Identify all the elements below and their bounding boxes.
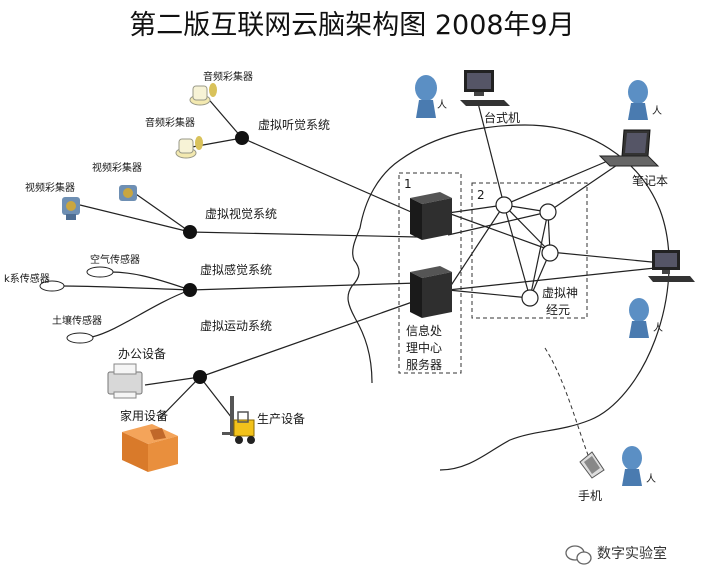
sensory-system-label: 虚拟感觉系统 (200, 262, 272, 277)
motor-junction (193, 370, 207, 384)
neuron-nodes (495, 196, 559, 307)
person-label: 人 (437, 99, 447, 111)
person-icon (628, 80, 648, 120)
neuron-node (495, 196, 513, 214)
audio-collector-icon (189, 83, 217, 106)
desktop-computer-icon (648, 250, 695, 282)
visual-system-label: 虚拟视觉系统 (205, 206, 277, 221)
home-appliance-box-icon (122, 424, 178, 472)
sensory-junction (183, 283, 197, 297)
head-outline (347, 124, 670, 471)
person-label: 人 (652, 105, 662, 117)
person-icon (629, 298, 649, 338)
person-icon (622, 446, 642, 486)
laptop-icon (598, 129, 660, 167)
server-tower-1 (410, 192, 452, 240)
watermark-text: 数字实验室 (597, 545, 667, 562)
connections (61, 94, 663, 456)
soil-sensor-icon (66, 332, 94, 344)
printer-icon (107, 363, 143, 399)
video-collector-2-label: 视频彩集器 (92, 161, 142, 174)
motor-system-label: 虚拟运动系统 (200, 319, 272, 333)
mobile-phone-icon (579, 451, 605, 479)
box1-number: 1 (404, 177, 412, 191)
person-label: 人 (653, 322, 663, 334)
video-collector-1-label: 视频彩集器 (25, 181, 75, 194)
home-equipment-label: 家用设备 (120, 408, 168, 423)
auditory-system-label: 虚拟听觉系统 (258, 118, 330, 132)
neuron-zone-box (471, 182, 588, 319)
neuron-label-line-2: 经元 (546, 303, 570, 317)
person-label: 人 (646, 473, 656, 485)
desktop-computer-icon (460, 70, 510, 106)
k-sensor-label: k系传感器 (4, 272, 50, 285)
visual-junction (183, 225, 197, 239)
server-label-line-1: 信息处 (406, 323, 442, 338)
wechat-logo-icon (565, 545, 592, 565)
desktop-label: 台式机 (484, 110, 520, 125)
k-sensor-icon (39, 280, 65, 292)
box2-number: 2 (477, 188, 485, 202)
auditory-junction (235, 131, 249, 145)
server-tower-2 (410, 266, 452, 318)
audio-collector-2-label: 音频彩集器 (145, 116, 195, 129)
laptop-label: 笔记本 (632, 173, 668, 188)
forklift-icon (222, 396, 255, 444)
air-sensor-label: 空气传感器 (90, 253, 140, 266)
soil-sensor-label: 土壤传感器 (52, 314, 102, 327)
neuron-node (521, 289, 539, 307)
person-icon (415, 75, 437, 118)
office-equipment-label: 办公设备 (118, 346, 166, 361)
production-equipment-label: 生产设备 (257, 412, 305, 426)
neuron-node (541, 244, 559, 262)
video-camera-icon (62, 197, 80, 220)
server-label-line-3: 服务器 (406, 357, 442, 372)
diagram-title: 第二版互联网云脑架构图 2008年9月 (129, 10, 574, 41)
audio-collector-icon (175, 136, 203, 159)
server-label-line-2: 理中心 (406, 340, 442, 355)
neuron-node (539, 203, 557, 221)
audio-collector-1-label: 音频彩集器 (203, 70, 253, 83)
server-zone-box (398, 172, 462, 374)
phone-label: 手机 (578, 489, 602, 503)
video-camera-icon (119, 185, 137, 201)
neuron-label-line-1: 虚拟神 (542, 286, 578, 300)
air-sensor-icon (86, 266, 114, 278)
